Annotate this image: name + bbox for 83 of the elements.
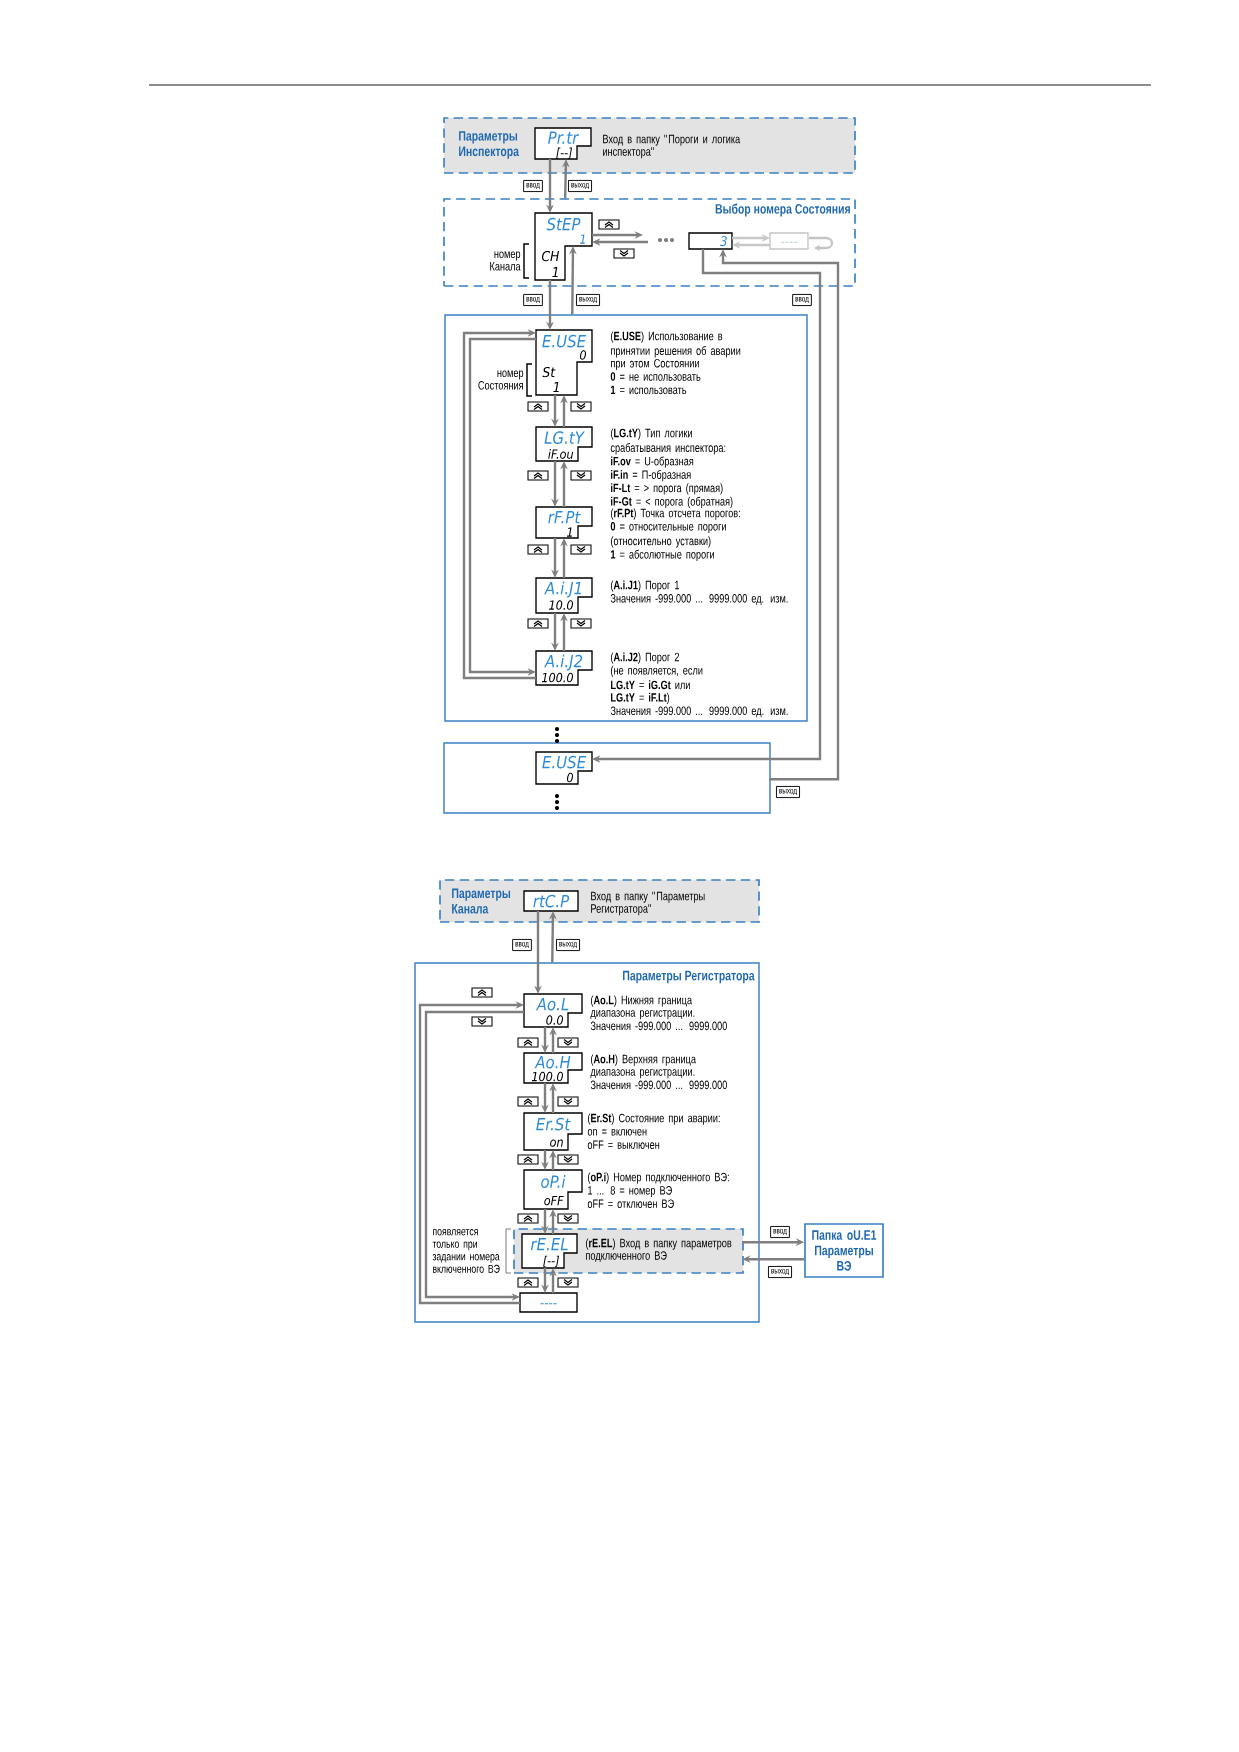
panel-frame (444, 314, 808, 722)
edge-label: выход (768, 1265, 792, 1279)
display-reading: StEP (546, 217, 581, 231)
display-reading: ---- (540, 1303, 557, 1305)
display-reading: 10.0 (549, 600, 574, 610)
display-reading: E.USE (542, 334, 587, 348)
description-text: Значения -999.000 ... 9999.000 (590, 1080, 727, 1090)
edge-label: ввод (512, 938, 532, 952)
display-reading: 100.0 (541, 672, 573, 683)
description-text: Значения -999.000 ... 9999.000 ед. изм. (610, 594, 788, 605)
edge-label: ввод (792, 293, 812, 307)
folder-box: Папка oU.E1 Параметры ВЭ (804, 1223, 884, 1278)
edge-label: ввод (523, 179, 543, 193)
panel-title: Параметры Инспектора (459, 131, 520, 159)
description-text: iF.in = П-образная (611, 469, 691, 482)
display-reading: Ao.L (535, 998, 569, 1011)
description-text: (Er.St) Состояние при аварии: (588, 1113, 720, 1125)
description-text: iF-Lt = > порога (прямая) (611, 483, 723, 495)
description-text: 1 = использовать (611, 385, 687, 395)
panel-title: Выбор номера Состояния (715, 203, 850, 217)
description-text: (Ao.L) Нижняя граница диапазона регистрации. (590, 995, 695, 1020)
description-text: (не появляется, если LG.tY = iG.Gt или LG.tY = iF.Lt) (611, 665, 703, 705)
display-reading: E.USE (542, 755, 587, 769)
display-reading: Er.St (536, 1117, 571, 1131)
side-label: номер Состояния (478, 370, 524, 390)
panel-frame (443, 742, 771, 814)
description-text: iF-Gt = < порога (обратная) (611, 496, 733, 509)
description-text: Вход в папку "Параметры Регистратора" (591, 891, 705, 916)
description-text: Вход в папку "Пороги и логика инспектора" (603, 134, 741, 159)
description-text: 1 ... 8 = номер ВЭ (588, 1186, 672, 1198)
edge-label: выход (568, 179, 592, 193)
display-reading: oP.i (541, 1175, 566, 1188)
display-reading: oFF (544, 1196, 564, 1206)
description-text: 0 = не использовать (610, 372, 701, 381)
display-reading: A.i.J1 (544, 581, 581, 598)
display-reading: St (542, 366, 556, 378)
display-reading: 3 (720, 236, 727, 247)
description-text: 1 = абсолютные пороги (611, 549, 714, 562)
description-text: (rF.Pt) Точка отсчета порогов: (611, 508, 740, 520)
description-text: (Ao.H) Верхняя граница диапазона регистрации. (590, 1054, 696, 1079)
display-reading: rF.Pt (548, 511, 581, 524)
display-reading: rE.EL (530, 1238, 568, 1251)
display-reading: 1 (552, 267, 558, 278)
display-reading: [--] (556, 147, 573, 159)
display-reading: 0 (580, 350, 587, 360)
description-text: (LG.tY) Тип логики срабатывания инспектора: (610, 428, 726, 455)
display-reading: ---- (780, 241, 798, 243)
description-text: (A.i.J2) Порог 2 (611, 652, 679, 664)
edge-label: выход (576, 293, 600, 307)
description-text: oFF = выключен (587, 1140, 660, 1149)
display-reading: 0 (567, 772, 574, 783)
description-text: Значения -999.000 ... 9999.000 ед. изм. (610, 706, 788, 718)
description-text: on = включен (587, 1129, 647, 1136)
display-reading: 1 (553, 382, 559, 393)
edge-label: выход (556, 938, 580, 952)
display-reading: on (550, 1139, 563, 1147)
description-text: (rE.EL) Вход в папку параметров подключенного ВЭ (585, 1238, 732, 1263)
edge-label: ввод (523, 293, 543, 307)
display-reading: [--] (543, 1255, 560, 1267)
description-text: (A.i.J1) Порог 1 (611, 580, 680, 592)
display-reading: 1 (567, 527, 572, 537)
display-reading: 100.0 (531, 1071, 563, 1082)
display-reading: LG.tY (544, 431, 585, 444)
display-reading: iF.ou (548, 449, 574, 459)
description-text: iF.ov = U-образная (611, 456, 694, 468)
panel-title: Параметры Регистратора (623, 970, 755, 984)
side-label: номер Канала (490, 251, 521, 271)
description-text: 0 = относительные пороги (относительно уставки) (610, 522, 726, 548)
panel-title: Параметры Канала (452, 888, 511, 914)
description-text: Значения -999.000 ... 9999.000 (590, 1021, 727, 1031)
display-reading: Ao.H (534, 1056, 571, 1069)
description-text: (oP.i) Номер подключенного ВЭ: (588, 1172, 729, 1184)
description-text: oFF = отключен ВЭ (587, 1199, 674, 1208)
edge-label: ввод (770, 1225, 790, 1239)
display-reading: Pr.tr (548, 131, 580, 144)
description-text: (E.USE) Использование в принятии решения об аварии при этом Состоянии (611, 331, 741, 370)
display-reading: rtC.P (533, 894, 570, 908)
display-reading: 0.0 (546, 1015, 564, 1025)
display-reading: CH (541, 250, 560, 262)
edge-label: выход (776, 785, 800, 799)
display-reading: 1 (580, 234, 585, 244)
display-reading: A.i.J2 (544, 654, 583, 671)
side-label: появляется только при задании номера включенного ВЭ (432, 1229, 500, 1273)
